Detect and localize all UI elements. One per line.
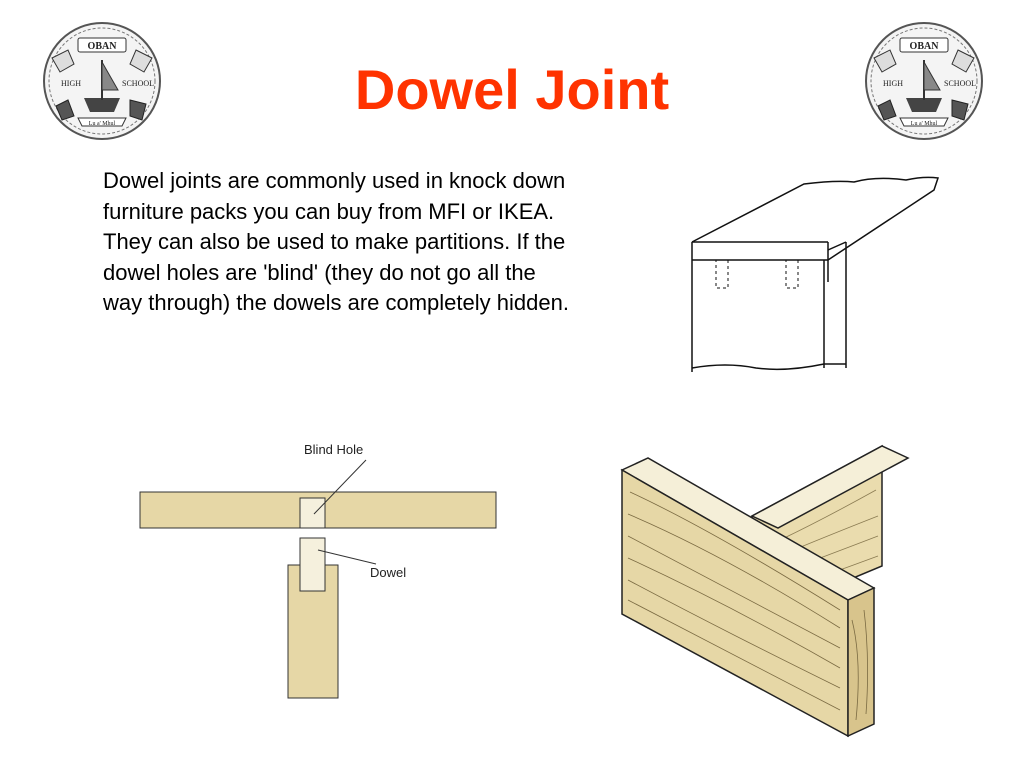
label-dowel: Dowel — [370, 565, 406, 580]
crest-motto: Lu a' Mhul — [911, 121, 938, 127]
crest-left-text: HIGH — [883, 79, 903, 88]
dowel-joint-line-drawing — [691, 176, 939, 372]
crest-left-text: HIGH — [61, 79, 81, 88]
slide-body-text: Dowel joints are commonly used in knock … — [103, 168, 569, 315]
crest-top-text: OBAN — [88, 41, 118, 52]
isometric-wood-joint-drawing — [620, 444, 910, 738]
crest-motto: Lu a' Mhul — [89, 121, 116, 127]
dowel-cross-section-diagram: Blind Hole Dowel — [139, 442, 497, 699]
slide-title: Dowel Joint — [354, 58, 670, 121]
crest-right-text: SCHOOL — [944, 79, 976, 88]
school-crest-right: OBAN HIGH SCHOOL Lu a' Mhul — [865, 22, 983, 140]
crest-top-text: OBAN — [910, 41, 940, 52]
label-blind-hole: Blind Hole — [304, 442, 363, 457]
crest-right-text: SCHOOL — [122, 79, 154, 88]
school-crest-left: OBAN HIGH SCHOOL Lu a' Mhul — [43, 22, 161, 140]
